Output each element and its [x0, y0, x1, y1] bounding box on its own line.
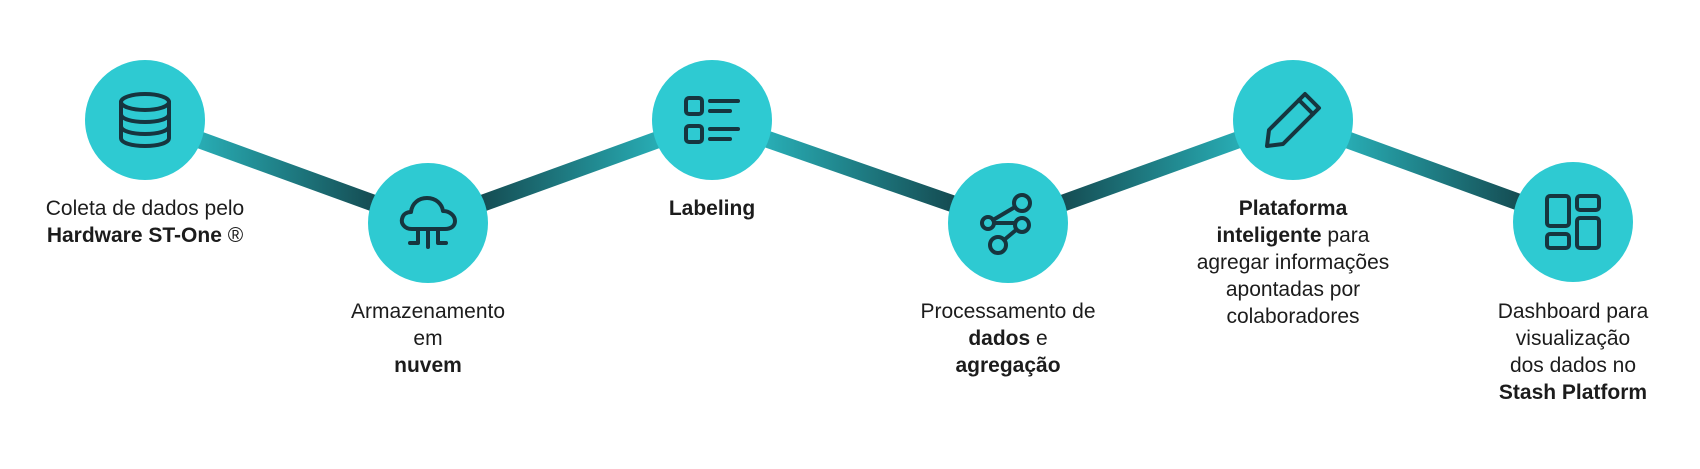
label-line: Armazenamento	[303, 298, 553, 325]
label-text-bold: Stash Platform	[1498, 381, 1648, 404]
label-text-bold: Plataforma	[1238, 197, 1348, 220]
label-line: agregação	[883, 352, 1133, 379]
label-line: nuvem	[303, 352, 553, 379]
label-line: Stash Platform	[1448, 379, 1698, 406]
label-text: visualização	[1515, 327, 1631, 350]
label-text: apontadas por	[1225, 278, 1361, 301]
label-line: Dashboard para	[1448, 298, 1698, 325]
step-3-node	[652, 60, 772, 180]
label-text: ®	[221, 224, 244, 247]
label-line: Labeling	[587, 195, 837, 222]
label-line: Plataforma	[1168, 195, 1418, 222]
label-text: e	[1030, 327, 1048, 350]
label-text-bold: Hardware ST-One	[46, 224, 222, 247]
label-text-bold: agregação	[955, 354, 1061, 377]
label-line: inteligente para	[1168, 222, 1418, 249]
step-6-label: Dashboard para visualização dos dados no St…	[1448, 298, 1698, 406]
label-text-bold: inteligente	[1216, 224, 1322, 247]
step-3-label: Labeling	[587, 195, 837, 222]
label-text-bold: dados	[968, 327, 1031, 350]
pencil-icon	[1265, 92, 1321, 148]
step-1-node	[85, 60, 205, 180]
label-text: agregar informações	[1196, 251, 1390, 274]
dashboard-icon	[1545, 194, 1601, 250]
label-line: em	[303, 325, 553, 352]
label-line: Coleta de dados pelo	[20, 195, 270, 222]
step-6-node	[1513, 162, 1633, 282]
label-line: dados e	[883, 325, 1133, 352]
label-text: Processamento de	[920, 300, 1096, 323]
cloud-icon	[399, 196, 457, 249]
label-text: Coleta de dados pelo	[45, 197, 245, 220]
label-text-bold: nuvem	[394, 354, 462, 377]
label-line: apontadas por	[1168, 276, 1418, 303]
share-icon	[980, 193, 1032, 255]
label-line: Processamento de	[883, 298, 1133, 325]
label-text: para	[1321, 224, 1370, 247]
label-line: Hardware ST-One ®	[20, 222, 270, 249]
label-text-bold: Labeling	[668, 197, 756, 220]
label-line: visualização	[1448, 325, 1698, 352]
list-icon	[684, 96, 740, 144]
database-icon	[119, 92, 171, 148]
label-text: Armazenamento	[350, 300, 506, 323]
step-5-node	[1233, 60, 1353, 180]
step-2-node	[368, 163, 488, 283]
label-line: colaboradores	[1168, 303, 1418, 330]
label-text: em	[413, 327, 443, 350]
label-line: dos dados no	[1448, 352, 1698, 379]
label-text: colaboradores	[1226, 305, 1360, 328]
step-2-label: Armazenamento em nuvem	[303, 298, 553, 379]
label-text: dos dados no	[1509, 354, 1637, 377]
step-4-node	[948, 163, 1068, 283]
label-line: agregar informações	[1168, 249, 1418, 276]
label-text: Dashboard para	[1497, 300, 1649, 323]
